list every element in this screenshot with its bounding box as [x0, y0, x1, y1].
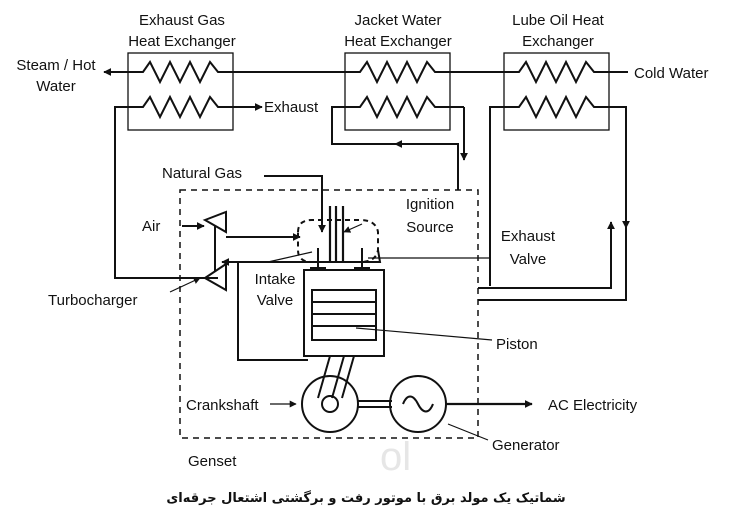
exhaust-gas-hx-label-1: Exhaust Gas: [139, 12, 225, 29]
exhaust-gas-heat-exchanger: [127, 52, 234, 131]
figure-caption: شماتیک یک مولد برق با موتور رفت و برگشتی…: [166, 490, 565, 506]
lube-oil-hx-label-2: Exchanger: [522, 33, 594, 50]
ignition-source-icon: [328, 206, 345, 262]
cold-water-label: Cold Water: [634, 65, 708, 82]
jacket-water-heat-exchanger: [344, 52, 451, 131]
piston-icon: [311, 289, 377, 341]
exhaust-path: [114, 103, 263, 279]
intake-valve-label-2: Valve: [257, 292, 293, 309]
steam-hot-water-label-2: Water: [36, 78, 75, 95]
genset-boundary: [179, 189, 479, 439]
exhaust-valve-label-2: Valve: [510, 251, 546, 268]
turbocharger-icon: [202, 210, 227, 292]
lube-oil-hx-label-1: Lube Oil Heat: [512, 12, 605, 29]
shaft: [358, 400, 392, 408]
ac-electricity-label: AC Electricity: [548, 397, 638, 414]
exhaust-valve-label-1: Exhaust: [501, 228, 556, 245]
exhaust-valve-icon: [354, 248, 370, 269]
lube-oil-loop: [478, 106, 630, 301]
piston-label: Piston: [496, 336, 538, 353]
lube-oil-heat-exchanger: [503, 52, 610, 131]
watermark: ol: [380, 435, 411, 479]
cylinder-head: [297, 219, 379, 263]
natural-gas-label: Natural Gas: [162, 165, 242, 182]
crankshaft-icon: [301, 375, 359, 433]
intake-valve-icon: [310, 248, 326, 269]
air-label: Air: [142, 218, 160, 235]
genset-label: Genset: [188, 453, 237, 470]
crankshaft-label: Crankshaft: [186, 397, 259, 414]
steam-hot-water-label-1: Steam / Hot: [16, 57, 96, 74]
heat-exchanger-coils: [128, 59, 609, 120]
ignition-source-label-1: Ignition: [406, 196, 454, 213]
leader-lines: [169, 223, 493, 441]
generator-icon: [389, 375, 447, 433]
turbocharger-label: Turbocharger: [48, 292, 138, 309]
jacket-water-loop: [331, 106, 468, 190]
exhaust-gas-hx-label-2: Heat Exchanger: [128, 33, 236, 50]
jacket-water-hx-label-1: Jacket Water: [355, 12, 442, 29]
exhaust-label: Exhaust: [264, 99, 319, 116]
intake-valve-label-1: Intake: [255, 271, 296, 288]
natural-gas-line: [264, 175, 326, 233]
jacket-water-hx-label-2: Heat Exchanger: [344, 33, 452, 50]
ignition-source-label-2: Source: [406, 219, 454, 236]
exhaust-to-turbo: [221, 249, 382, 361]
generator-label: Generator: [492, 437, 560, 454]
